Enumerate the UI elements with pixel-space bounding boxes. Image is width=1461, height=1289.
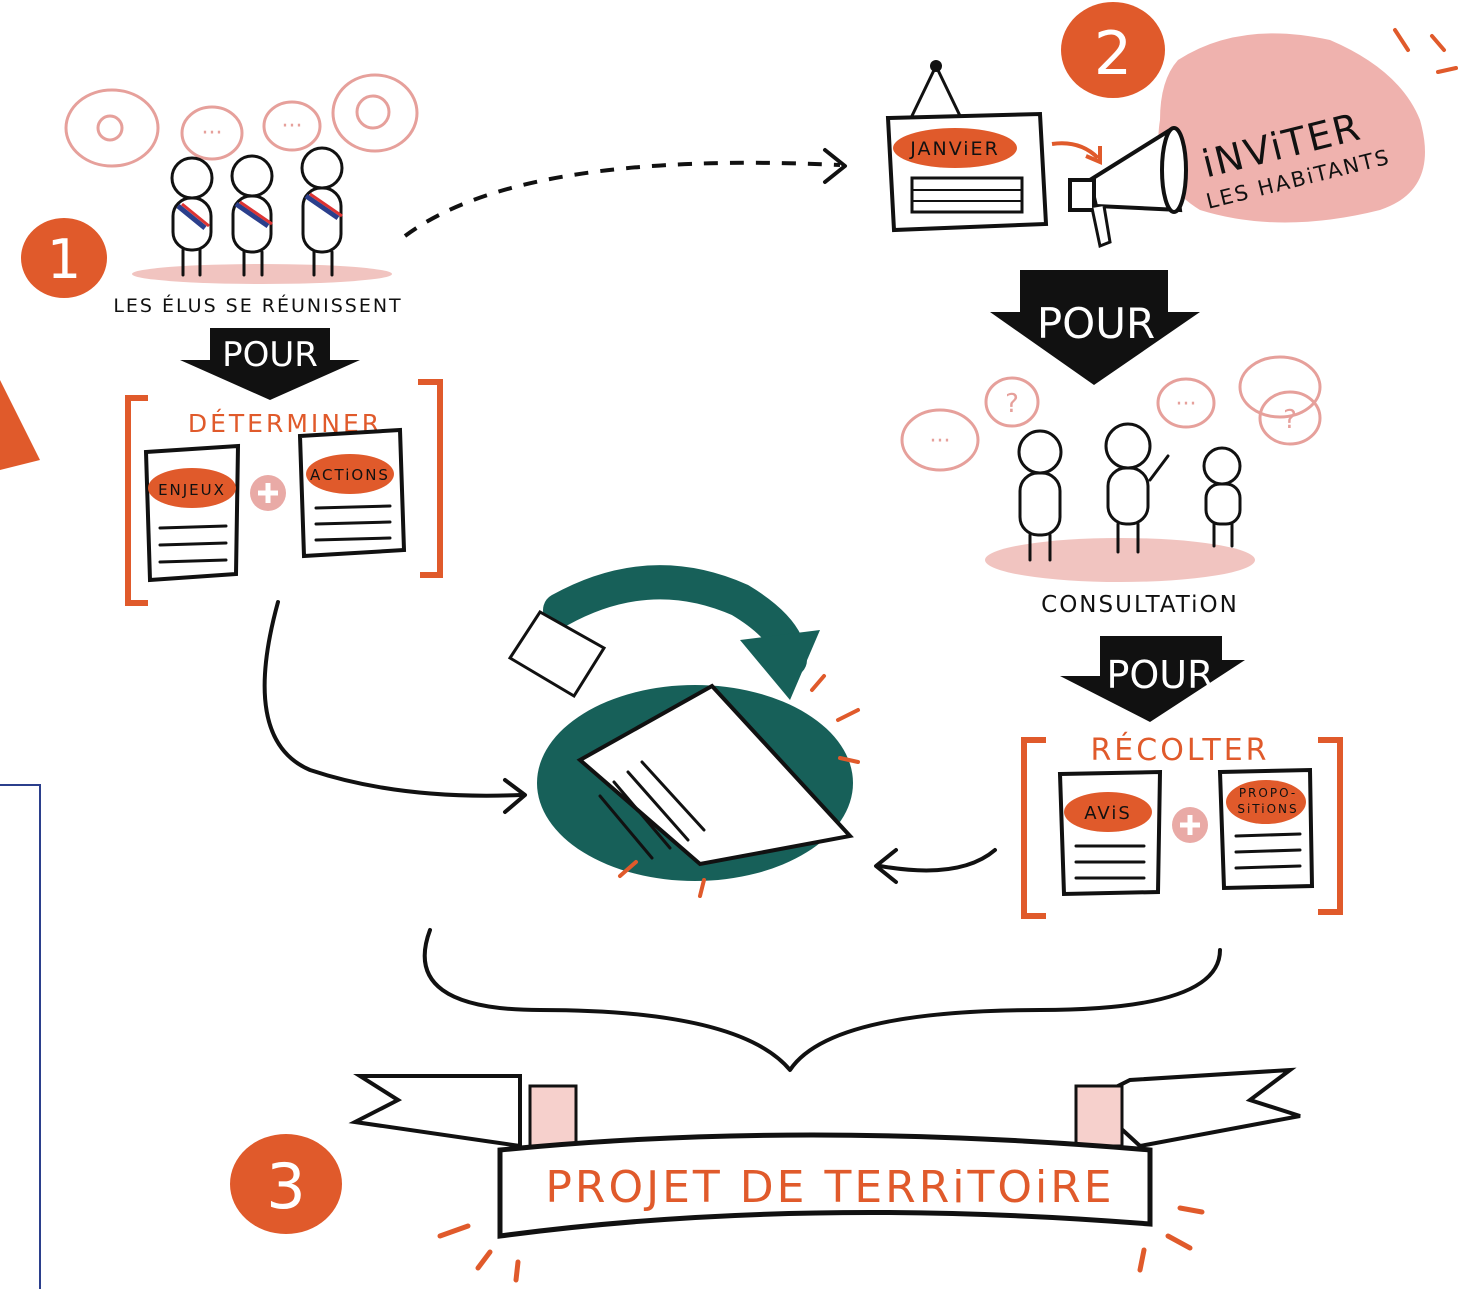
card-2024 xyxy=(507,610,607,699)
plus-icon-2 xyxy=(1172,807,1208,843)
doc-avis-label: AViS xyxy=(1084,803,1132,824)
svg-text:···: ··· xyxy=(202,121,223,146)
project-banner-title: PROJET DE TERRiTOiRE xyxy=(545,1162,1114,1213)
doc-actions-label: ACTiONS xyxy=(310,466,390,484)
elus-thought-bubbles: ··· ··· xyxy=(64,73,419,168)
step1-group: 1 ··· ··· xyxy=(21,73,443,606)
card-2040 xyxy=(576,683,854,867)
citizen-figure-2 xyxy=(1104,422,1170,554)
step1-number: 1 xyxy=(47,228,81,291)
cropped-panel-frame xyxy=(0,784,41,1289)
step3-group: 3 PROJET DE TERRiTOiRE xyxy=(230,1067,1301,1283)
calendar-icon: JANViER xyxy=(885,60,1049,233)
step2-group: 2 JANViER iNViTER LES HABiTANTS xyxy=(885,2,1458,919)
svg-text:···: ··· xyxy=(1176,392,1197,417)
consultation-ground xyxy=(985,538,1255,582)
propositions-document: PROPO- SiTiONS xyxy=(1217,767,1315,891)
megaphone-icon xyxy=(1068,126,1188,249)
svg-text:?: ? xyxy=(1005,389,1019,419)
ribbon-banner xyxy=(497,1132,1153,1239)
step3-number: 3 xyxy=(266,1150,305,1223)
center-group xyxy=(507,565,860,898)
elu-figure-3 xyxy=(300,146,344,277)
invite-cloud xyxy=(1158,33,1425,223)
step2-arrow-label-2: POUR xyxy=(1106,653,1213,697)
step1-arrow-label: POUR xyxy=(222,335,318,375)
citizen-figure-3 xyxy=(1202,446,1242,548)
cropped-pointer xyxy=(0,380,40,470)
step1-number-badge: 1 xyxy=(21,218,107,298)
step1-caption: LES ÉLUS SE RÉUNISSENT xyxy=(113,294,402,317)
elu-figure-1 xyxy=(170,156,214,277)
doc-propositions-line2: SiTiONS xyxy=(1237,802,1298,816)
citizen-figures xyxy=(1017,422,1242,562)
elus-figures xyxy=(170,146,344,277)
enjeux-document: ENJEUX xyxy=(143,443,241,583)
ribbon-tail-right xyxy=(1086,1067,1301,1149)
gear-icon xyxy=(355,94,391,130)
step2-number: 2 xyxy=(1094,19,1132,89)
step2-pour-arrow-2: POUR xyxy=(1060,636,1245,722)
lightbulb-icon xyxy=(96,114,124,142)
consultation-bubbles: ··· ? ··· ? xyxy=(900,355,1322,472)
step1-pour-arrow: POUR xyxy=(180,328,360,400)
step2-goal: RÉCOLTER xyxy=(1090,732,1269,768)
step2-pour-arrow-1: POUR xyxy=(990,270,1200,385)
step3-number-badge: 3 xyxy=(230,1134,342,1234)
consultation-caption: CONSULTATiON xyxy=(1041,592,1239,618)
doc-propositions-line1: PROPO- xyxy=(1239,786,1297,800)
ribbon-tail-left xyxy=(348,1074,522,1149)
citizen-figure-1 xyxy=(1017,429,1063,562)
connector-step2-center xyxy=(878,848,997,873)
avis-document: AViS xyxy=(1057,769,1163,897)
actions-document: ACTiONS xyxy=(297,427,407,559)
dashed-connector-arrow xyxy=(403,148,847,238)
svg-text:?: ? xyxy=(1283,405,1297,435)
connector-step1-center xyxy=(262,600,522,798)
doc-enjeux-label: ENJEUX xyxy=(158,481,226,499)
svg-text:···: ··· xyxy=(282,114,303,139)
step2-number-badge: 2 xyxy=(1061,2,1165,98)
step2-arrow-label-1: POUR xyxy=(1037,299,1155,348)
elu-figure-2 xyxy=(230,154,274,277)
plus-icon xyxy=(250,475,286,511)
calendar-label: JANViER xyxy=(909,138,1000,160)
svg-text:···: ··· xyxy=(930,429,951,454)
curly-brace xyxy=(422,928,1222,1072)
